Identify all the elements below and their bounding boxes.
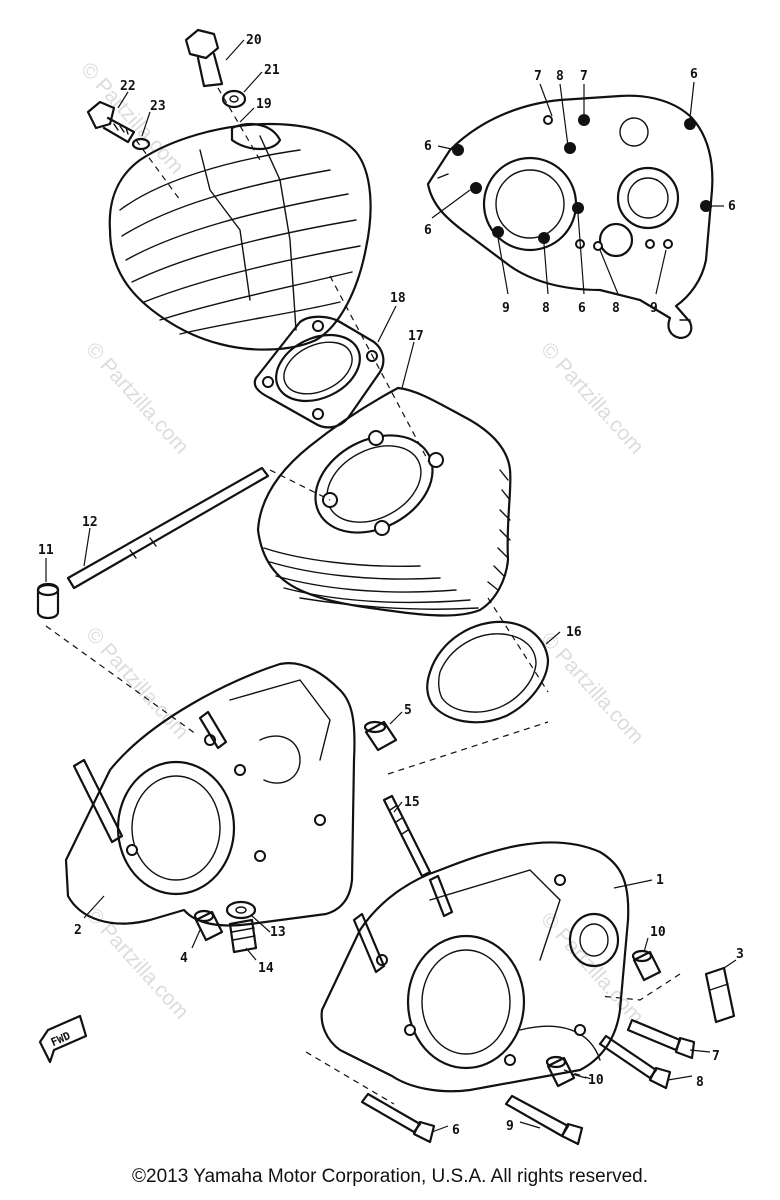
- fwd-label: FWD: [49, 1029, 73, 1049]
- part-6-bolt: [360, 1092, 436, 1144]
- callout-9-inset-a: 9: [502, 301, 510, 316]
- watermark: © Partzilla.com: [81, 903, 193, 1024]
- callout-20: 20: [246, 33, 262, 48]
- part-1-crankcase-right: [320, 841, 630, 1093]
- part-20-bolt: [184, 28, 224, 88]
- callout-4: 4: [180, 951, 188, 966]
- part-17-cylinder: [256, 386, 512, 617]
- watermark: © Partzilla.com: [536, 338, 648, 459]
- callout-6-inset-b: 6: [424, 223, 432, 238]
- callout-13: 13: [270, 925, 286, 940]
- part-21-washer: [221, 89, 247, 109]
- callout-16: 16: [566, 625, 582, 640]
- watermark: © Partzilla.com: [81, 338, 193, 459]
- fwd-arrow: FWD: [38, 1014, 88, 1064]
- callout-11: 11: [38, 543, 54, 558]
- inset-bolt-pattern: [426, 94, 714, 340]
- part-12-stud: [66, 466, 270, 590]
- watermark: © Partzilla.com: [536, 628, 648, 749]
- copyright-notice: ©2013 Yamaha Motor Corporation, U.S.A. A…: [132, 1166, 648, 1187]
- watermark: © Partzilla.com: [536, 908, 648, 1029]
- part-7-bolt: [626, 1018, 696, 1060]
- part-4-dowel: [193, 909, 224, 942]
- callout-23: 23: [150, 99, 166, 114]
- part-22-plug: [86, 100, 136, 144]
- callout-2: 2: [74, 923, 82, 938]
- part-15-stud: [382, 794, 432, 878]
- part-23-gasket: [131, 137, 151, 151]
- callout-10-lower: 10: [588, 1073, 604, 1088]
- callout-21: 21: [264, 63, 280, 78]
- part-16-base-gasket: [426, 620, 550, 724]
- callout-17: 17: [408, 329, 424, 344]
- watermark: © Partzilla.com: [81, 623, 193, 744]
- callout-8-inset-c: 8: [612, 301, 620, 316]
- callout-8-inset-a: 8: [556, 69, 564, 84]
- watermark: © Partzilla.com: [76, 58, 188, 179]
- callout-9-inset-b: 9: [650, 301, 658, 316]
- callout-8-inset-b: 8: [542, 301, 550, 316]
- callout-6-inset-c: 6: [690, 67, 698, 82]
- callout-7-inset-a: 7: [534, 69, 542, 84]
- callout-3: 3: [736, 947, 744, 962]
- part-2-crankcase-left: [64, 662, 356, 927]
- callout-12: 12: [82, 515, 98, 530]
- callout-9: 9: [506, 1119, 514, 1134]
- part-5-dowel: [363, 720, 398, 752]
- callout-6-inset-a: 6: [424, 139, 432, 154]
- callout-6: 6: [452, 1123, 460, 1138]
- callout-19: 19: [256, 97, 272, 112]
- leader-lines: [45, 39, 737, 1133]
- callout-18: 18: [390, 291, 406, 306]
- part-3-bracket: [704, 966, 736, 1024]
- callout-15: 15: [404, 795, 420, 810]
- callout-5: 5: [404, 703, 412, 718]
- part-18-head-gasket: [253, 315, 385, 429]
- assembly-lines: [45, 87, 681, 1105]
- callout-14: 14: [258, 961, 274, 976]
- callout-6-inset-d: 6: [728, 199, 736, 214]
- part-9-bolt: [504, 1094, 584, 1146]
- part-8-bolt: [598, 1034, 672, 1090]
- callout-8: 8: [696, 1075, 704, 1090]
- part-14-drain-plug: [228, 918, 258, 954]
- callout-7-inset-b: 7: [580, 69, 588, 84]
- callout-6-inset-e: 6: [578, 301, 586, 316]
- part-11-dowel: [36, 582, 60, 620]
- callout-22: 22: [120, 79, 136, 94]
- part-10-dowel: [631, 949, 662, 982]
- part-19-cylinder-head: [108, 122, 372, 351]
- callout-1: 1: [656, 873, 664, 888]
- part-10-dowel-lower: [545, 1055, 576, 1088]
- callout-7: 7: [712, 1049, 720, 1064]
- part-13-washer: [225, 900, 257, 920]
- callout-10: 10: [650, 925, 666, 940]
- callout-labels: 20 21 19 22 23 18 17 16 12 11 5 15 1 2 4…: [38, 33, 744, 1138]
